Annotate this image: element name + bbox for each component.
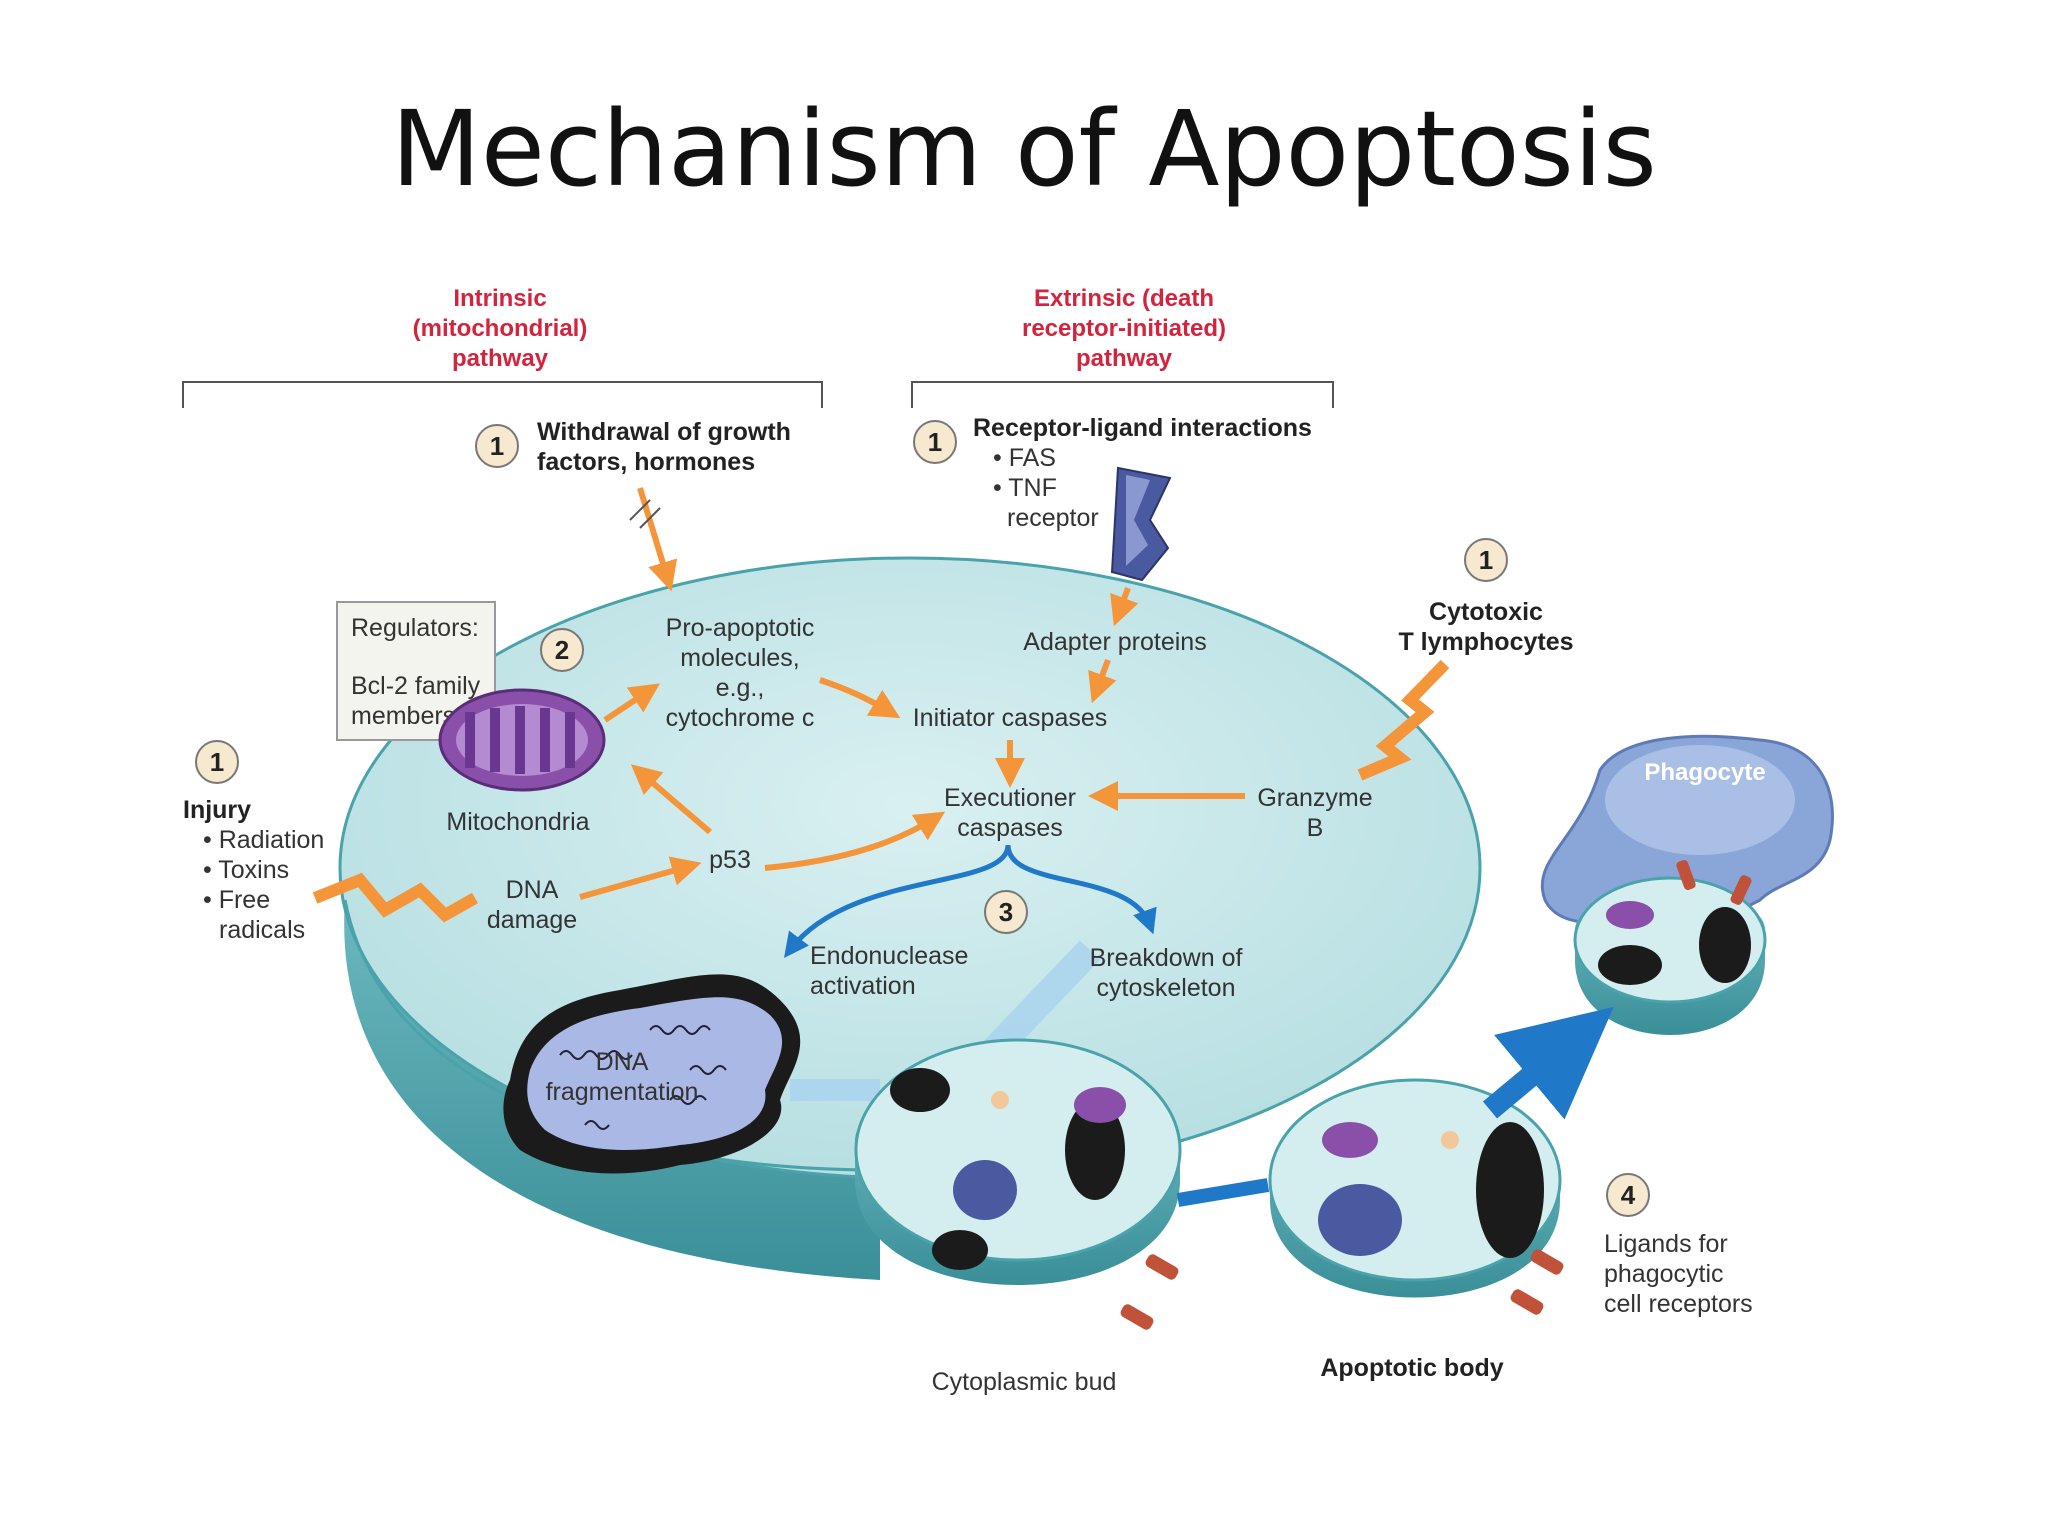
p53-label: p53 <box>709 846 751 874</box>
svg-text:B: B <box>1307 814 1324 842</box>
fragmented-nucleus: DNA fragmentation <box>503 974 801 1174</box>
engulfed-body <box>1573 859 1767 1035</box>
svg-text:members: members <box>351 702 455 730</box>
injury-item-radiation: • Radiation <box>203 826 324 854</box>
receptor-ligand-label: Receptor-ligand interactions <box>973 414 1312 442</box>
arrow-p53-mito <box>630 764 712 835</box>
svg-text:caspases: caspases <box>957 814 1063 842</box>
svg-text:2: 2 <box>555 635 569 665</box>
step-1-ctl: 1 <box>1464 538 1508 582</box>
svg-text:1: 1 <box>928 427 942 457</box>
svg-text:T lymphocytes: T lymphocytes <box>1398 628 1573 656</box>
bud-to-body-arrow <box>1176 1178 1270 1207</box>
svg-text:Intrinsic: Intrinsic <box>453 285 546 312</box>
receptor-item-tnf: • TNF <box>993 474 1057 502</box>
dna-damage-label: DNA <box>506 876 559 904</box>
extrinsic-pathway-header: Extrinsic (death receptor-initiated) pat… <box>911 285 1334 408</box>
svg-text:activation: activation <box>810 972 916 1000</box>
inhibit-mark <box>629 499 661 529</box>
apoptotic-body <box>1268 1078 1564 1315</box>
step-2: 2 <box>540 628 584 672</box>
svg-text:Bcl-2 family: Bcl-2 family <box>351 672 481 700</box>
svg-text:pathway: pathway <box>452 345 549 372</box>
initiator-caspases-label: Initiator caspases <box>913 704 1108 732</box>
receptor-item-fas: • FAS <box>993 444 1056 472</box>
injury-zigzag <box>312 872 478 923</box>
step-1-injury: 1 <box>195 740 239 784</box>
receptor-item-receptor: receptor <box>1007 504 1099 532</box>
pro-apoptotic-label: Pro-apoptotic <box>666 614 815 642</box>
phagocyte: Phagocyte <box>1540 734 1834 935</box>
mitochondria-label: Mitochondria <box>446 808 589 836</box>
cytotoxic-label: Cytotoxic <box>1429 598 1543 626</box>
svg-text:4: 4 <box>1621 1180 1636 1210</box>
svg-text:fragmentation: fragmentation <box>546 1078 699 1106</box>
death-receptor <box>1110 466 1172 582</box>
apoptotic-body-label: Apoptotic body <box>1320 1354 1503 1382</box>
arrow-to-endonuclease <box>783 844 1011 958</box>
cytoplasmic-bud <box>854 1038 1182 1330</box>
svg-text:cell receptors: cell receptors <box>1604 1290 1753 1318</box>
granzyme-label: Granzyme <box>1257 784 1372 812</box>
arrow-dna-p53 <box>579 856 702 900</box>
withdrawal-label: Withdrawal of growth <box>537 418 791 446</box>
svg-text:Extrinsic (death: Extrinsic (death <box>1034 285 1214 312</box>
svg-text:factors, hormones: factors, hormones <box>537 448 755 476</box>
arrow-adapter-initiator <box>1088 658 1117 704</box>
arrow-withdrawal <box>637 487 678 592</box>
body-to-phagocyte-arrow <box>1482 1006 1614 1120</box>
cytoplasmic-bud-label: Cytoplasmic bud <box>932 1368 1117 1396</box>
arrow-p53-executioner <box>764 811 946 871</box>
svg-text:phagocytic: phagocytic <box>1604 1260 1724 1288</box>
adapter-proteins-label: Adapter proteins <box>1023 628 1206 656</box>
svg-text:cytochrome c: cytochrome c <box>666 704 815 732</box>
arrow-mito-proapoptotic <box>603 683 660 723</box>
arrow-receptor-adapter <box>1110 586 1139 627</box>
svg-text:cytoskeleton: cytoskeleton <box>1097 974 1236 1002</box>
svg-text:receptor-initiated): receptor-initiated) <box>1022 315 1226 342</box>
svg-text:1: 1 <box>1479 545 1493 575</box>
injury-item-free: • Free <box>203 886 270 914</box>
svg-text:(mitochondrial): (mitochondrial) <box>413 315 588 342</box>
step-3: 3 <box>984 890 1028 934</box>
svg-text:molecules,: molecules, <box>680 644 800 672</box>
phagocyte-label: Phagocyte <box>1644 759 1765 786</box>
svg-text:1: 1 <box>490 431 504 461</box>
step-1-receptor: 1 <box>913 420 957 464</box>
arrow-to-cytoskeleton <box>1005 844 1157 935</box>
cytoskeleton-label: Breakdown of <box>1090 944 1243 972</box>
svg-text:Regulators:: Regulators: <box>351 614 479 642</box>
executioner-caspases-label: Executioner <box>944 784 1076 812</box>
injury-title: Injury <box>183 796 251 824</box>
svg-text:pathway: pathway <box>1076 345 1173 372</box>
svg-text:damage: damage <box>487 906 577 934</box>
svg-text:3: 3 <box>999 897 1013 927</box>
dna-fragmentation-label: DNA <box>596 1048 649 1076</box>
svg-text:e.g.,: e.g., <box>716 674 765 702</box>
injury-item-toxins: • Toxins <box>203 856 289 884</box>
endonuclease-label: Endonuclease <box>810 942 968 970</box>
svg-text:1: 1 <box>210 747 224 777</box>
ligands-label: Ligands for <box>1604 1230 1728 1258</box>
injury-item-radicals: radicals <box>219 916 305 944</box>
step-1-withdrawal: 1 <box>475 424 519 468</box>
step-4: 4 <box>1606 1173 1650 1217</box>
mitochondrion <box>438 688 606 792</box>
slide-title: Mechanism of Apoptosis <box>391 88 1657 210</box>
arrow-to-initiator <box>819 677 901 719</box>
ctl-zigzag <box>1357 659 1450 781</box>
intrinsic-pathway-header: Intrinsic (mitochondrial) pathway <box>182 285 823 408</box>
